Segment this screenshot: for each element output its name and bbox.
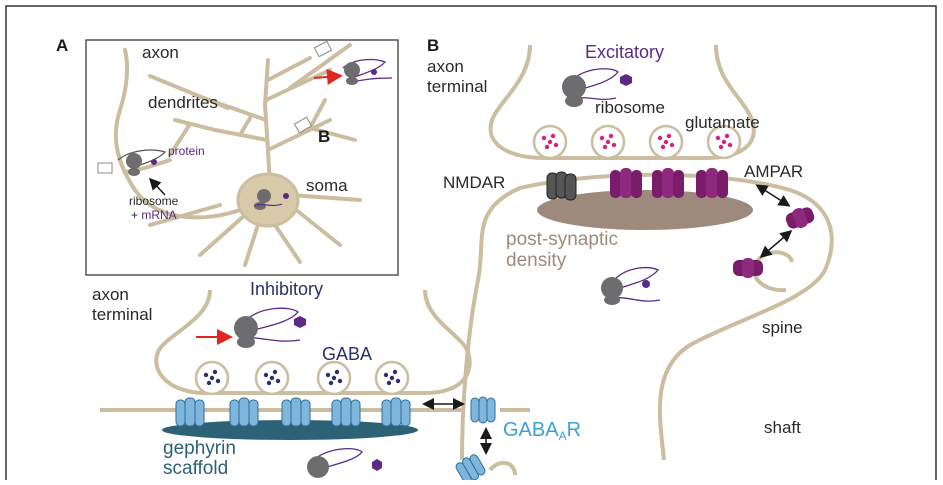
glutamate-vesicle: [648, 124, 684, 160]
outer-frame: [5, 5, 937, 485]
ribosome-spine: [601, 266, 661, 305]
red-arrow-a: [313, 68, 343, 85]
soma-label: soma: [306, 176, 348, 195]
gabaar-label: GABAAR: [503, 419, 581, 443]
glutamate-vesicle: [532, 124, 568, 160]
ampar-receptor: [696, 168, 728, 198]
ribosome-label-b: ribosome: [595, 98, 665, 117]
gabaar-receptors: [175, 397, 411, 427]
nmdar-label: NMDAR: [443, 173, 505, 192]
gabaar-receptor: [381, 397, 411, 427]
ribosome-upper-a: [342, 58, 393, 85]
protein-label: protein: [168, 144, 205, 158]
spine-membrane: [460, 172, 834, 461]
gephyrin-label-1: gephyrin: [163, 438, 236, 459]
inhibitory-synapse: Inhibitory axon terminal GABA GABAAR gep…: [92, 279, 581, 484]
panel-a: A: [56, 36, 399, 276]
gaba-vesicle: [316, 360, 352, 396]
glutamate-vesicle: [706, 124, 742, 160]
gabaar-receptor: [331, 397, 361, 427]
ampar-receptor: [610, 168, 642, 198]
ribosome-label-a: ribosome: [129, 194, 179, 208]
gabaar-sub: A: [559, 429, 567, 443]
panel-b-label: B: [427, 36, 439, 55]
excitatory-title: Excitatory: [585, 42, 664, 62]
glutamate-label: glutamate: [685, 113, 760, 132]
gaba-vesicle: [194, 360, 230, 396]
excitatory-synapse: Excitatory axon terminal ribosome glutam…: [427, 42, 834, 461]
gaba-vesicles: [194, 360, 410, 396]
gaba-label: GABA: [322, 344, 372, 364]
shaft-label: shaft: [764, 418, 801, 437]
gaba-vesicle: [374, 360, 410, 396]
inhibitory-axon-label: axon: [92, 285, 129, 304]
ribosome-left-a: [117, 149, 167, 176]
nmdar-receptor: [546, 171, 577, 201]
apical-dendrite: [262, 58, 272, 187]
inhibitory-terminal-membrane: [154, 289, 472, 395]
mrna-label: + mRNA: [131, 208, 177, 222]
excitatory-terminal-label: terminal: [427, 77, 487, 96]
ampar-label: AMPAR: [744, 162, 803, 181]
psd-label-1: post-synaptic: [506, 229, 618, 250]
spine-label: spine: [762, 318, 803, 337]
gabaar-main: GABA: [503, 419, 559, 441]
axon-line: [113, 48, 242, 220]
mrna-prefix: +: [131, 208, 141, 222]
mrna-word: mRNA: [141, 208, 176, 222]
ribosome-excitatory: [562, 68, 632, 107]
inhibitory-title: Inhibitory: [250, 279, 323, 299]
ribosome-shaft: [307, 447, 382, 478]
arrow-ribosome-a: [148, 177, 166, 196]
ampar-receptors: [610, 168, 728, 198]
glutamate-vesicles: [532, 124, 742, 160]
gabaar-receptor: [175, 397, 205, 427]
inhibitory-endosome: [488, 460, 517, 476]
post-synaptic-density: [537, 190, 753, 230]
gabaar-receptor: [229, 397, 259, 427]
neuron-drawing: [113, 43, 362, 267]
excitatory-terminal-membrane: [488, 44, 756, 160]
axon-label-a: axon: [142, 43, 179, 62]
zoom-b-label: B: [318, 127, 330, 146]
ampar-arrow-1: [755, 184, 791, 207]
dendrites-label: dendrites: [148, 93, 218, 112]
gabaar-extrasynaptic: [455, 396, 496, 484]
ampar-receptor: [652, 168, 684, 198]
gephyrin-label-2: scaffold: [163, 458, 228, 479]
psd-label-2: density: [506, 250, 567, 271]
inhibitory-terminal-label: terminal: [92, 305, 152, 324]
ampar-arrow-2: [759, 230, 793, 258]
zoom-square-upper: [313, 40, 333, 58]
ampar-trafficking: [733, 207, 815, 278]
gaba-vesicle: [254, 360, 290, 396]
ribosome-inhibitory: [234, 307, 306, 348]
zoom-square-b: [293, 116, 313, 134]
excitatory-axon-label: axon: [427, 57, 464, 76]
zoom-square-left: [97, 162, 113, 174]
ribosome-soma: [253, 189, 289, 210]
gabaar-end: R: [567, 419, 581, 441]
glutamate-vesicle: [590, 124, 626, 160]
gabaar-receptor: [281, 397, 311, 427]
panel-a-label: A: [56, 36, 68, 55]
